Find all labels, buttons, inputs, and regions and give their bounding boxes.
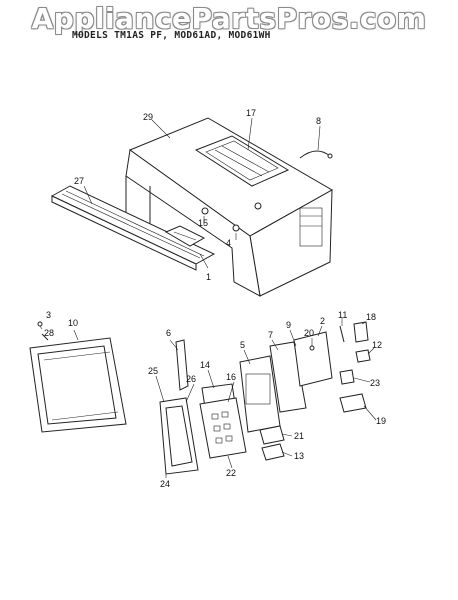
callout-25: 25 <box>148 366 158 376</box>
callout-18: 18 <box>366 312 376 322</box>
latch-part <box>261 443 285 461</box>
callout-2: 2 <box>320 316 325 326</box>
screw-part <box>37 321 43 327</box>
switch-part <box>355 349 371 363</box>
callout-19: 19 <box>376 416 386 426</box>
callout-28: 28 <box>44 328 54 338</box>
callout-15: 15 <box>198 218 208 228</box>
callout-24: 24 <box>160 479 170 489</box>
callout-20: 20 <box>304 328 314 338</box>
callout-6: 6 <box>166 328 171 338</box>
frame-part <box>159 397 199 475</box>
callout-27: 27 <box>74 176 84 186</box>
cord-part <box>299 150 331 159</box>
callout-7: 7 <box>268 330 273 340</box>
latch-part <box>259 425 285 445</box>
callout-13: 13 <box>294 451 304 461</box>
switch-part <box>339 369 355 385</box>
callout-26: 26 <box>186 374 196 384</box>
callout-12: 12 <box>372 340 382 350</box>
clip-part <box>232 224 240 232</box>
callout-3: 3 <box>46 310 51 320</box>
door-panel <box>29 337 127 433</box>
bracket-assembly <box>293 331 333 387</box>
callout-16: 16 <box>226 372 236 382</box>
callout-9: 9 <box>286 320 291 330</box>
callout-10: 10 <box>68 318 78 328</box>
callout-1: 1 <box>206 272 211 282</box>
callout-5: 5 <box>240 340 245 350</box>
callout-4: 4 <box>226 238 231 248</box>
model-header: MODELS TM1AS PF, MOD61AD, MOD61WH <box>72 30 271 41</box>
callout-14: 14 <box>200 360 210 370</box>
screw-part <box>201 207 209 215</box>
switch-part <box>353 321 369 343</box>
watermark: AppliancePartsPros.com <box>31 2 427 35</box>
callout-22: 22 <box>226 468 236 478</box>
callout-labels: 29 17 8 27 15 4 1 3 28 10 6 25 26 24 14 … <box>44 108 386 489</box>
callout-23: 23 <box>370 378 380 388</box>
front-grille <box>50 185 216 271</box>
callout-29: 29 <box>143 112 153 122</box>
callout-21: 21 <box>294 431 304 441</box>
outer-case <box>125 117 334 297</box>
latch-part <box>175 339 189 391</box>
plate-part <box>339 393 367 413</box>
callout-17: 17 <box>246 108 256 118</box>
control-board <box>199 397 247 459</box>
callout-8: 8 <box>316 116 321 126</box>
callout-11: 11 <box>338 310 347 320</box>
